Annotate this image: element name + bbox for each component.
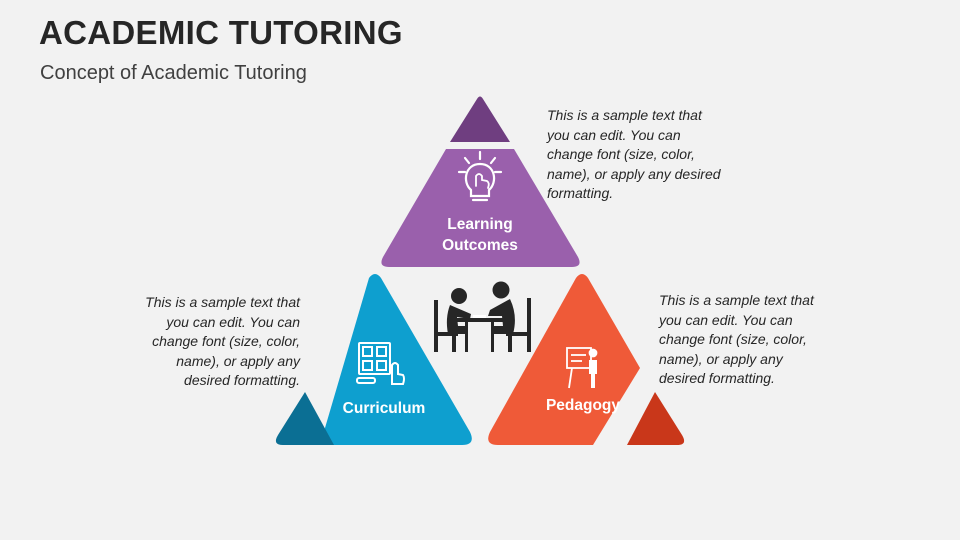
description-learning-outcomes: This is a sample text that you can edit.… [547,107,721,201]
segment-curriculum-tip [275,392,334,445]
segment-curriculum: Curriculum [275,274,472,445]
segment-curriculum-body [320,274,472,445]
segment-pedagogy-tip [627,392,685,445]
label-learning: Learning [447,216,512,233]
label-outcomes: Outcomes [442,237,518,254]
segment-learning-outcomes: Learning Outcomes [381,96,580,267]
label-pedagogy: Pedagogy [546,397,620,414]
page-subtitle: Concept of Academic Tutoring [40,62,307,84]
curriculum-board-icon [356,342,405,385]
description-pedagogy: This is a sample text that you can edit.… [659,292,814,386]
lightbulb-hand-icon [457,150,503,202]
page-title: ACADEMIC TUTORING [39,14,403,51]
label-curriculum: Curriculum [343,400,426,417]
teacher-board-icon [566,347,598,389]
segment-learning-outcomes-body [381,149,580,267]
tutoring-session-icon [434,281,531,352]
segment-pedagogy: Pedagogy [488,274,685,445]
segment-pedagogy-body [488,274,640,445]
description-curriculum: This is a sample text that you can edit.… [145,294,300,388]
segment-learning-outcomes-tip [450,96,510,142]
